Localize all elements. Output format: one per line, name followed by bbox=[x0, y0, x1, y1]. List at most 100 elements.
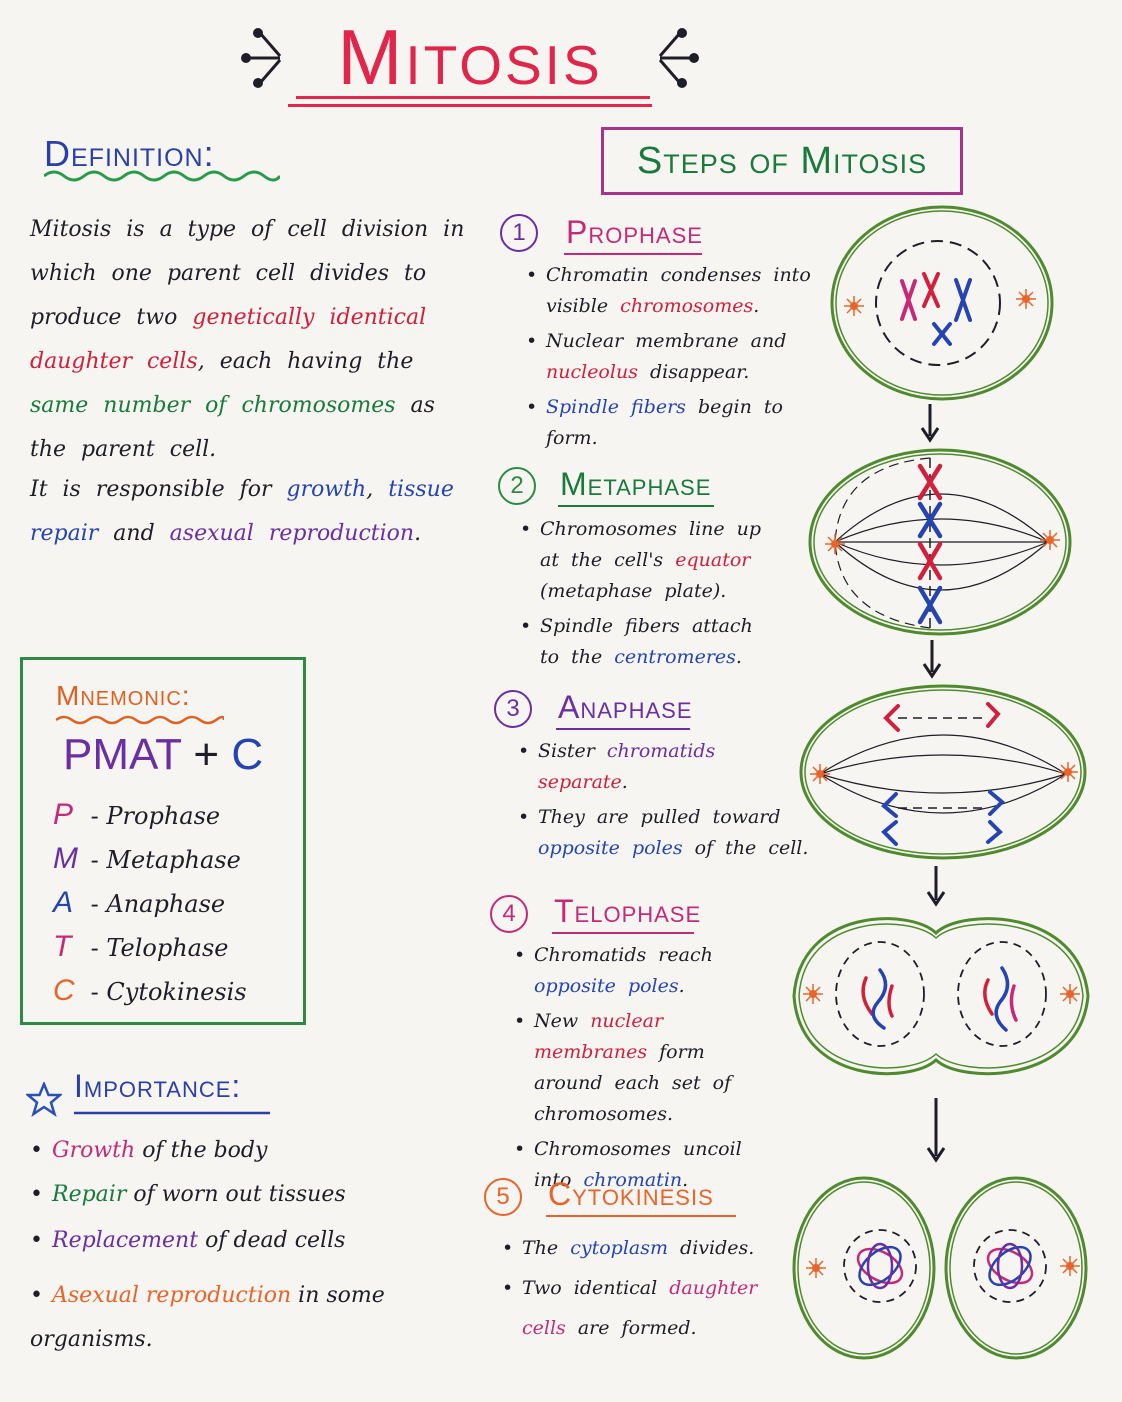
bullet-highlight: centromeres bbox=[614, 646, 736, 668]
bullet-text: New bbox=[534, 1010, 579, 1032]
bullet-text: of the cell. bbox=[694, 837, 809, 859]
responsibility-tissue-repair: tissue repair bbox=[30, 477, 454, 546]
bullet-text: Nuclear membrane and bbox=[546, 330, 787, 352]
mnemonic-dash: - bbox=[90, 802, 99, 830]
bullet-highlight: nuclear membranes bbox=[534, 1010, 664, 1063]
prophase-cell-diagram bbox=[830, 205, 1054, 401]
bullet-highlight: cytoplasm bbox=[570, 1237, 668, 1259]
bullet-text: form around each set of chromosomes. bbox=[534, 1041, 732, 1125]
step-title-anaphase: Anaphase bbox=[558, 689, 693, 725]
responsibility-growth: growth bbox=[286, 477, 367, 502]
mnemonic-item-t: T - Telophase bbox=[53, 930, 229, 964]
mnemonic-item-m: M - Metaphase bbox=[53, 842, 241, 876]
definition-highlight-identical: genetically identical daughter cells bbox=[30, 305, 427, 374]
bullet-highlight: nucleolus bbox=[546, 361, 638, 383]
step-number-3: 3 bbox=[494, 690, 532, 728]
mnemonic-dash: - bbox=[90, 934, 99, 962]
step-bullets-metaphase: Chromosomes line up at the cell's equato… bbox=[518, 514, 780, 673]
mnemonic-formula: PMAT + C bbox=[63, 730, 263, 780]
definition-wavy-underline bbox=[44, 170, 280, 182]
step-bullets-telophase: Chromatids reach opposite poles. New nuc… bbox=[512, 940, 784, 1196]
step-bullets-prophase: Chromatin condenses into visible chromos… bbox=[524, 260, 824, 454]
importance-underline bbox=[74, 1111, 270, 1115]
bullet-text: Two identical bbox=[522, 1277, 658, 1299]
mnemonic-word-telophase: Telophase bbox=[106, 934, 229, 962]
step-number-2: 2 bbox=[498, 467, 536, 505]
step-number-5: 5 bbox=[484, 1178, 522, 1216]
mnemonic-letter-a: A bbox=[53, 886, 74, 919]
bullet-text: They are pulled toward bbox=[538, 806, 781, 828]
bullet-highlight: daughter cells bbox=[522, 1277, 758, 1339]
responsibility-text-1: It is responsible for bbox=[30, 477, 272, 502]
mitosis-diagrams bbox=[792, 205, 1090, 1360]
mnemonic-letter-t: T bbox=[53, 930, 72, 963]
steps-heading: Steps of Mitosis bbox=[636, 140, 928, 182]
importance-heading: Importance: bbox=[74, 1068, 242, 1104]
step-title-prophase: Prophase bbox=[566, 214, 703, 250]
importance-item-repair: •Repair of worn out tissues bbox=[30, 1182, 346, 1207]
bullet-text: Chromatin condenses into visible bbox=[546, 264, 811, 317]
mnemonic-letter-c: C bbox=[53, 974, 75, 1007]
mnemonic-item-a: A - Anaphase bbox=[53, 886, 225, 920]
bullet-text: Sister bbox=[538, 740, 595, 762]
mnemonic-heading: Mnemonic: bbox=[56, 680, 191, 711]
step-title-underline bbox=[556, 728, 690, 730]
importance-rest: of worn out tissues bbox=[133, 1182, 346, 1207]
bullet-text: Chromosomes line up at the cell's bbox=[540, 518, 762, 571]
mnemonic-box: Mnemonic: PMAT + C P - Prophase M - Meta… bbox=[20, 657, 306, 1025]
responsibility-comma: , bbox=[366, 477, 374, 502]
definition-text: Mitosis is a type of cell division in wh… bbox=[30, 208, 480, 472]
bullet-text: Spindle fibers attach to the bbox=[540, 615, 753, 668]
importance-highlight: Asexual reproduction bbox=[52, 1283, 292, 1308]
responsibility-asexual-reproduction: asexual reproduction bbox=[169, 521, 415, 546]
mnemonic-word-prophase: Prophase bbox=[106, 802, 221, 830]
step-title-telophase: Telophase bbox=[554, 893, 702, 929]
bullet-text: The bbox=[522, 1237, 559, 1259]
step-title-underline bbox=[558, 505, 714, 507]
importance-item-replacement: •Replacement of dead cells bbox=[30, 1228, 346, 1253]
definition-text-3: as the parent cell. bbox=[30, 393, 435, 462]
mnemonic-dash: - bbox=[90, 890, 99, 918]
page-title: Mitosis bbox=[337, 13, 603, 101]
bullet-text: Chromosomes uncoil into bbox=[534, 1138, 742, 1191]
step-title-metaphase: Metaphase bbox=[560, 466, 712, 502]
title-underline bbox=[296, 96, 650, 99]
responsibility-period: . bbox=[414, 521, 422, 546]
step-number-4: 4 bbox=[490, 895, 528, 933]
bullet-highlight: separate bbox=[538, 771, 622, 793]
bullet-highlight: chromatin bbox=[583, 1169, 683, 1191]
step-bullets-cytokinesis: The cytoplasm divides. Two identical dau… bbox=[500, 1228, 782, 1348]
responsibility-and: and bbox=[113, 521, 155, 546]
bullet-highlight: opposite poles bbox=[534, 975, 679, 997]
step-bullets-anaphase: Sister chromatids separate. They are pul… bbox=[516, 736, 816, 864]
mnemonic-item-c: C - Cytokinesis bbox=[53, 974, 247, 1008]
bullet-text: begin to form. bbox=[546, 396, 783, 449]
definition-text-1: Mitosis is a type of cell division in wh… bbox=[30, 217, 465, 330]
mnemonic-dash: - bbox=[90, 978, 99, 1006]
bullet-text: disappear. bbox=[650, 361, 750, 383]
mnemonic-c: C bbox=[231, 730, 264, 779]
step-title-cytokinesis: Cytokinesis bbox=[548, 1176, 714, 1212]
bullet-text: are formed. bbox=[577, 1317, 697, 1339]
bullet-highlight: equator bbox=[675, 549, 751, 571]
cytokinesis-cell-diagram bbox=[792, 1176, 1088, 1360]
title-underline-2 bbox=[288, 104, 652, 107]
mnemonic-item-p: P - Prophase bbox=[53, 798, 220, 832]
importance-highlight: Replacement bbox=[52, 1228, 199, 1253]
bullet-text: . bbox=[682, 1169, 689, 1191]
telophase-cell-diagram bbox=[792, 917, 1090, 1076]
definition-text-2: , each having the bbox=[197, 349, 414, 374]
importance-highlight: Repair bbox=[52, 1182, 127, 1207]
bullet-text: . bbox=[735, 646, 742, 668]
mnemonic-dash: - bbox=[90, 846, 99, 874]
mnemonic-pmat: PMAT bbox=[63, 730, 182, 779]
bullet-text: . bbox=[678, 975, 685, 997]
definition-heading: Definition: bbox=[44, 133, 215, 174]
bullet-highlight: Spindle fibers bbox=[546, 396, 686, 418]
mnemonic-word-metaphase: Metaphase bbox=[106, 846, 241, 874]
bullet-text: divides. bbox=[680, 1237, 755, 1259]
responsibility-text: It is responsible for growth, tissue rep… bbox=[30, 468, 480, 556]
importance-item-growth: •Growth of the body bbox=[30, 1138, 268, 1163]
mnemonic-letter-m: M bbox=[53, 842, 78, 875]
importance-item-asexual: •Asexual reproduction in some organisms. bbox=[30, 1283, 385, 1352]
